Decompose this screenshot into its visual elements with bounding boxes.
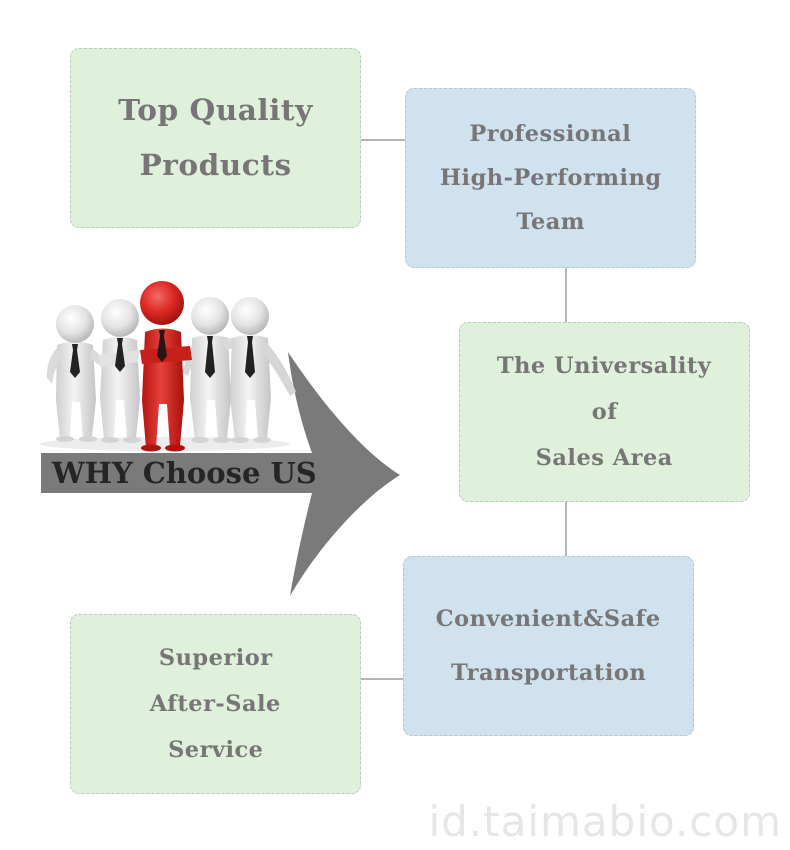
box-text-line: High-Performing	[439, 165, 662, 191]
box-text-line: Superior	[158, 645, 273, 671]
box-universality-sales-area: The Universality of Sales Area	[459, 322, 750, 502]
box-text-line: of	[591, 399, 618, 425]
box-text-line: Transportation	[450, 660, 647, 686]
connector-team-to-universality	[565, 268, 567, 322]
figure-person-5	[230, 297, 296, 443]
figure-person-2	[98, 299, 141, 443]
box-top-quality-products: Top Quality Products	[70, 48, 361, 228]
figures-shadow	[40, 437, 290, 451]
figure-person-highlighted	[140, 281, 192, 452]
arrow-shape	[41, 352, 400, 596]
box-superior-after-sale-service: Superior After-Sale Service	[70, 614, 361, 794]
box-text-line: After-Sale	[149, 691, 282, 717]
box-text-line: Team	[516, 209, 585, 235]
box-text-line: Sales Area	[535, 445, 674, 471]
connector-quality-to-team	[361, 139, 405, 141]
figure-person-1	[46, 305, 108, 442]
box-text-line: Service	[167, 737, 264, 763]
box-convenient-safe-transportation: Convenient&Safe Transportation	[403, 556, 694, 736]
box-professional-team: Professional High-Performing Team	[405, 88, 696, 268]
why-choose-us-label: WHY Choose US	[52, 456, 317, 490]
box-text-line: Top Quality	[118, 93, 313, 127]
box-text-line: Professional	[469, 121, 632, 147]
connector-transport-to-service	[361, 678, 403, 680]
connector-universality-to-transport	[565, 502, 567, 556]
box-text-line: Convenient&Safe	[436, 606, 661, 632]
watermark: id.taimabio.com	[428, 797, 782, 846]
box-text-line: The Universality	[497, 353, 712, 379]
figure-person-4	[182, 297, 248, 443]
box-text-line: Products	[139, 148, 292, 182]
